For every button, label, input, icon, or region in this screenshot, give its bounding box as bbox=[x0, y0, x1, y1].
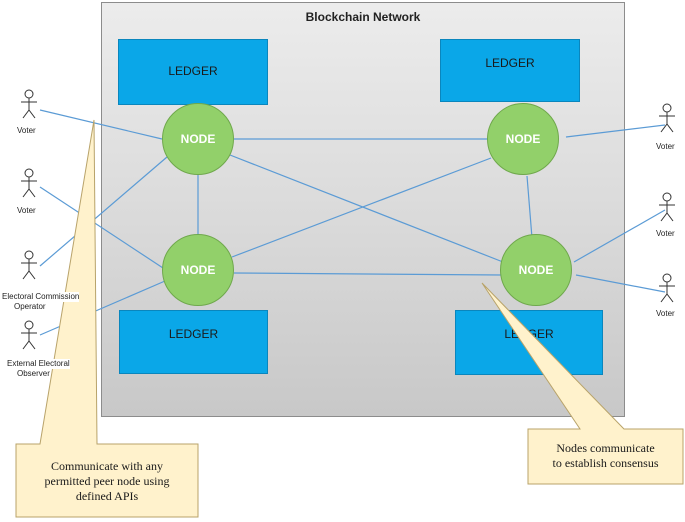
actor-label-voter-right-3: Voter bbox=[656, 309, 675, 319]
ledger-bottom-left: LEDGER bbox=[119, 310, 268, 374]
left-callout-shape bbox=[15, 119, 199, 518]
link-voter-r3 bbox=[575, 274, 666, 293]
observer-icon bbox=[21, 320, 37, 350]
link-voter2 bbox=[39, 186, 164, 269]
left-callout-line2: permitted peer node using bbox=[44, 474, 170, 488]
actor-label-operator-line1: Electoral Commission bbox=[2, 292, 80, 302]
actor-label-voter-right-1: Voter bbox=[656, 142, 675, 152]
left-callout-text: Communicate with any permitted peer node… bbox=[18, 459, 196, 504]
ledger-top-left: LEDGER bbox=[118, 39, 268, 105]
voter-right-3-icon bbox=[659, 273, 675, 303]
left-callout-line1: Communicate with any bbox=[51, 459, 163, 473]
voter-left-1-icon bbox=[21, 89, 37, 119]
right-callout-line2: to establish consensus bbox=[552, 456, 659, 470]
ledger-label: LEDGER bbox=[168, 64, 218, 78]
actor-label-observer-line2: Observer bbox=[17, 369, 50, 379]
link-voter1 bbox=[39, 109, 163, 140]
node-label: NODE bbox=[505, 132, 541, 146]
ledger-label: LEDGER bbox=[485, 56, 535, 70]
voter-right-2-icon bbox=[659, 192, 675, 222]
voter-right-1-icon bbox=[659, 103, 675, 133]
actor-label-voter-right-2: Voter bbox=[656, 229, 675, 239]
link-voter-r2 bbox=[573, 209, 666, 263]
right-callout-line1: Nodes communicate bbox=[556, 441, 655, 455]
ledger-top-right: LEDGER bbox=[440, 39, 580, 102]
actor-label-observer-line1: External Electoral bbox=[7, 359, 70, 369]
node-bottom-right: NODE bbox=[500, 234, 572, 306]
link-operator bbox=[39, 156, 168, 267]
actor-label-operator-line2: Operator bbox=[14, 302, 46, 312]
node-top-left: NODE bbox=[162, 103, 234, 175]
node-label: NODE bbox=[518, 263, 554, 277]
node-label: NODE bbox=[180, 263, 216, 277]
node-label: NODE bbox=[180, 132, 216, 146]
actor-label-voter-left-1: Voter bbox=[17, 126, 36, 136]
network-title: Blockchain Network bbox=[305, 10, 421, 24]
voter-left-2-icon bbox=[21, 168, 37, 198]
operator-icon bbox=[21, 250, 37, 280]
right-callout-shape bbox=[481, 282, 684, 485]
left-callout-line3: defined APIs bbox=[75, 489, 139, 503]
link-tr-br bbox=[526, 175, 533, 239]
link-voter-r1 bbox=[565, 124, 666, 138]
ledger-label: LEDGER bbox=[168, 327, 219, 341]
node-bottom-left: NODE bbox=[162, 234, 234, 306]
link-bl-tr bbox=[231, 157, 492, 258]
link-bl-br bbox=[233, 272, 503, 276]
node-top-right: NODE bbox=[487, 103, 559, 175]
right-callout-text: Nodes communicate to establish consensus bbox=[529, 441, 682, 471]
link-observer bbox=[39, 280, 166, 336]
link-tl-br bbox=[229, 154, 504, 263]
actor-label-voter-left-2: Voter bbox=[17, 206, 36, 216]
